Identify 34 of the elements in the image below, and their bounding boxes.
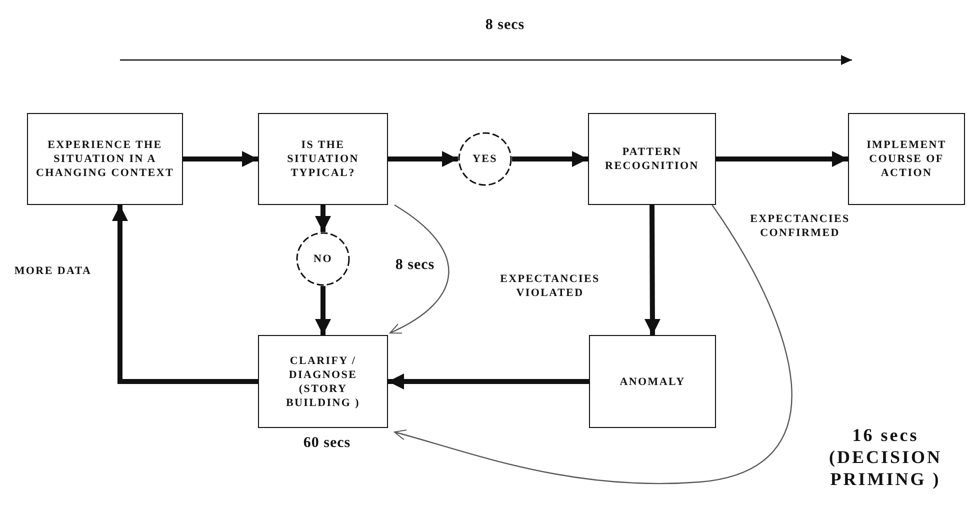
decision-circle	[458, 132, 512, 186]
box-text: IMPLEMENT COURSE OF ACTION	[866, 138, 948, 180]
arrow	[315, 205, 331, 232]
time-label: 60 secs	[302, 436, 352, 450]
arrow	[112, 205, 258, 384]
box-text: IS THE SITUATION TYPICAL?	[286, 138, 360, 180]
arrow	[644, 205, 660, 335]
time-label: 8 secs	[484, 18, 526, 32]
arrow	[315, 286, 331, 335]
arrow	[183, 151, 258, 167]
time-label: 16 secs (DECISION PRIMING )	[828, 424, 944, 490]
box-text: EXPERIENCE THE SITUATION IN A CHANGING CONTEXT	[34, 138, 176, 180]
curved-arrow	[390, 204, 450, 334]
arrow	[716, 151, 848, 167]
note-label: MORE DATA	[13, 264, 93, 278]
box-text: ANOMALY	[618, 374, 686, 388]
process-box	[848, 113, 965, 205]
process-box	[27, 113, 183, 205]
curved-arrow	[394, 204, 792, 484]
process-box	[588, 113, 716, 205]
box-text: PATTERN RECOGNITION	[604, 145, 700, 173]
decision-circle	[296, 232, 350, 286]
process-box	[258, 113, 388, 205]
box-text: YES	[472, 152, 498, 166]
process-box	[258, 335, 388, 428]
note-label: EXPECTANCIES VIOLATED	[499, 272, 601, 300]
note-label: EXPECTANCIES CONFIRMED	[749, 212, 851, 240]
time-label: 8 secs	[394, 258, 436, 272]
arrow	[388, 374, 589, 390]
box-text: NO	[312, 252, 334, 266]
arrow	[512, 151, 588, 167]
box-text: CLARIFY / DIAGNOSE (STORY BUILDING )	[284, 354, 362, 410]
process-box	[589, 335, 716, 428]
arrow	[388, 151, 458, 167]
